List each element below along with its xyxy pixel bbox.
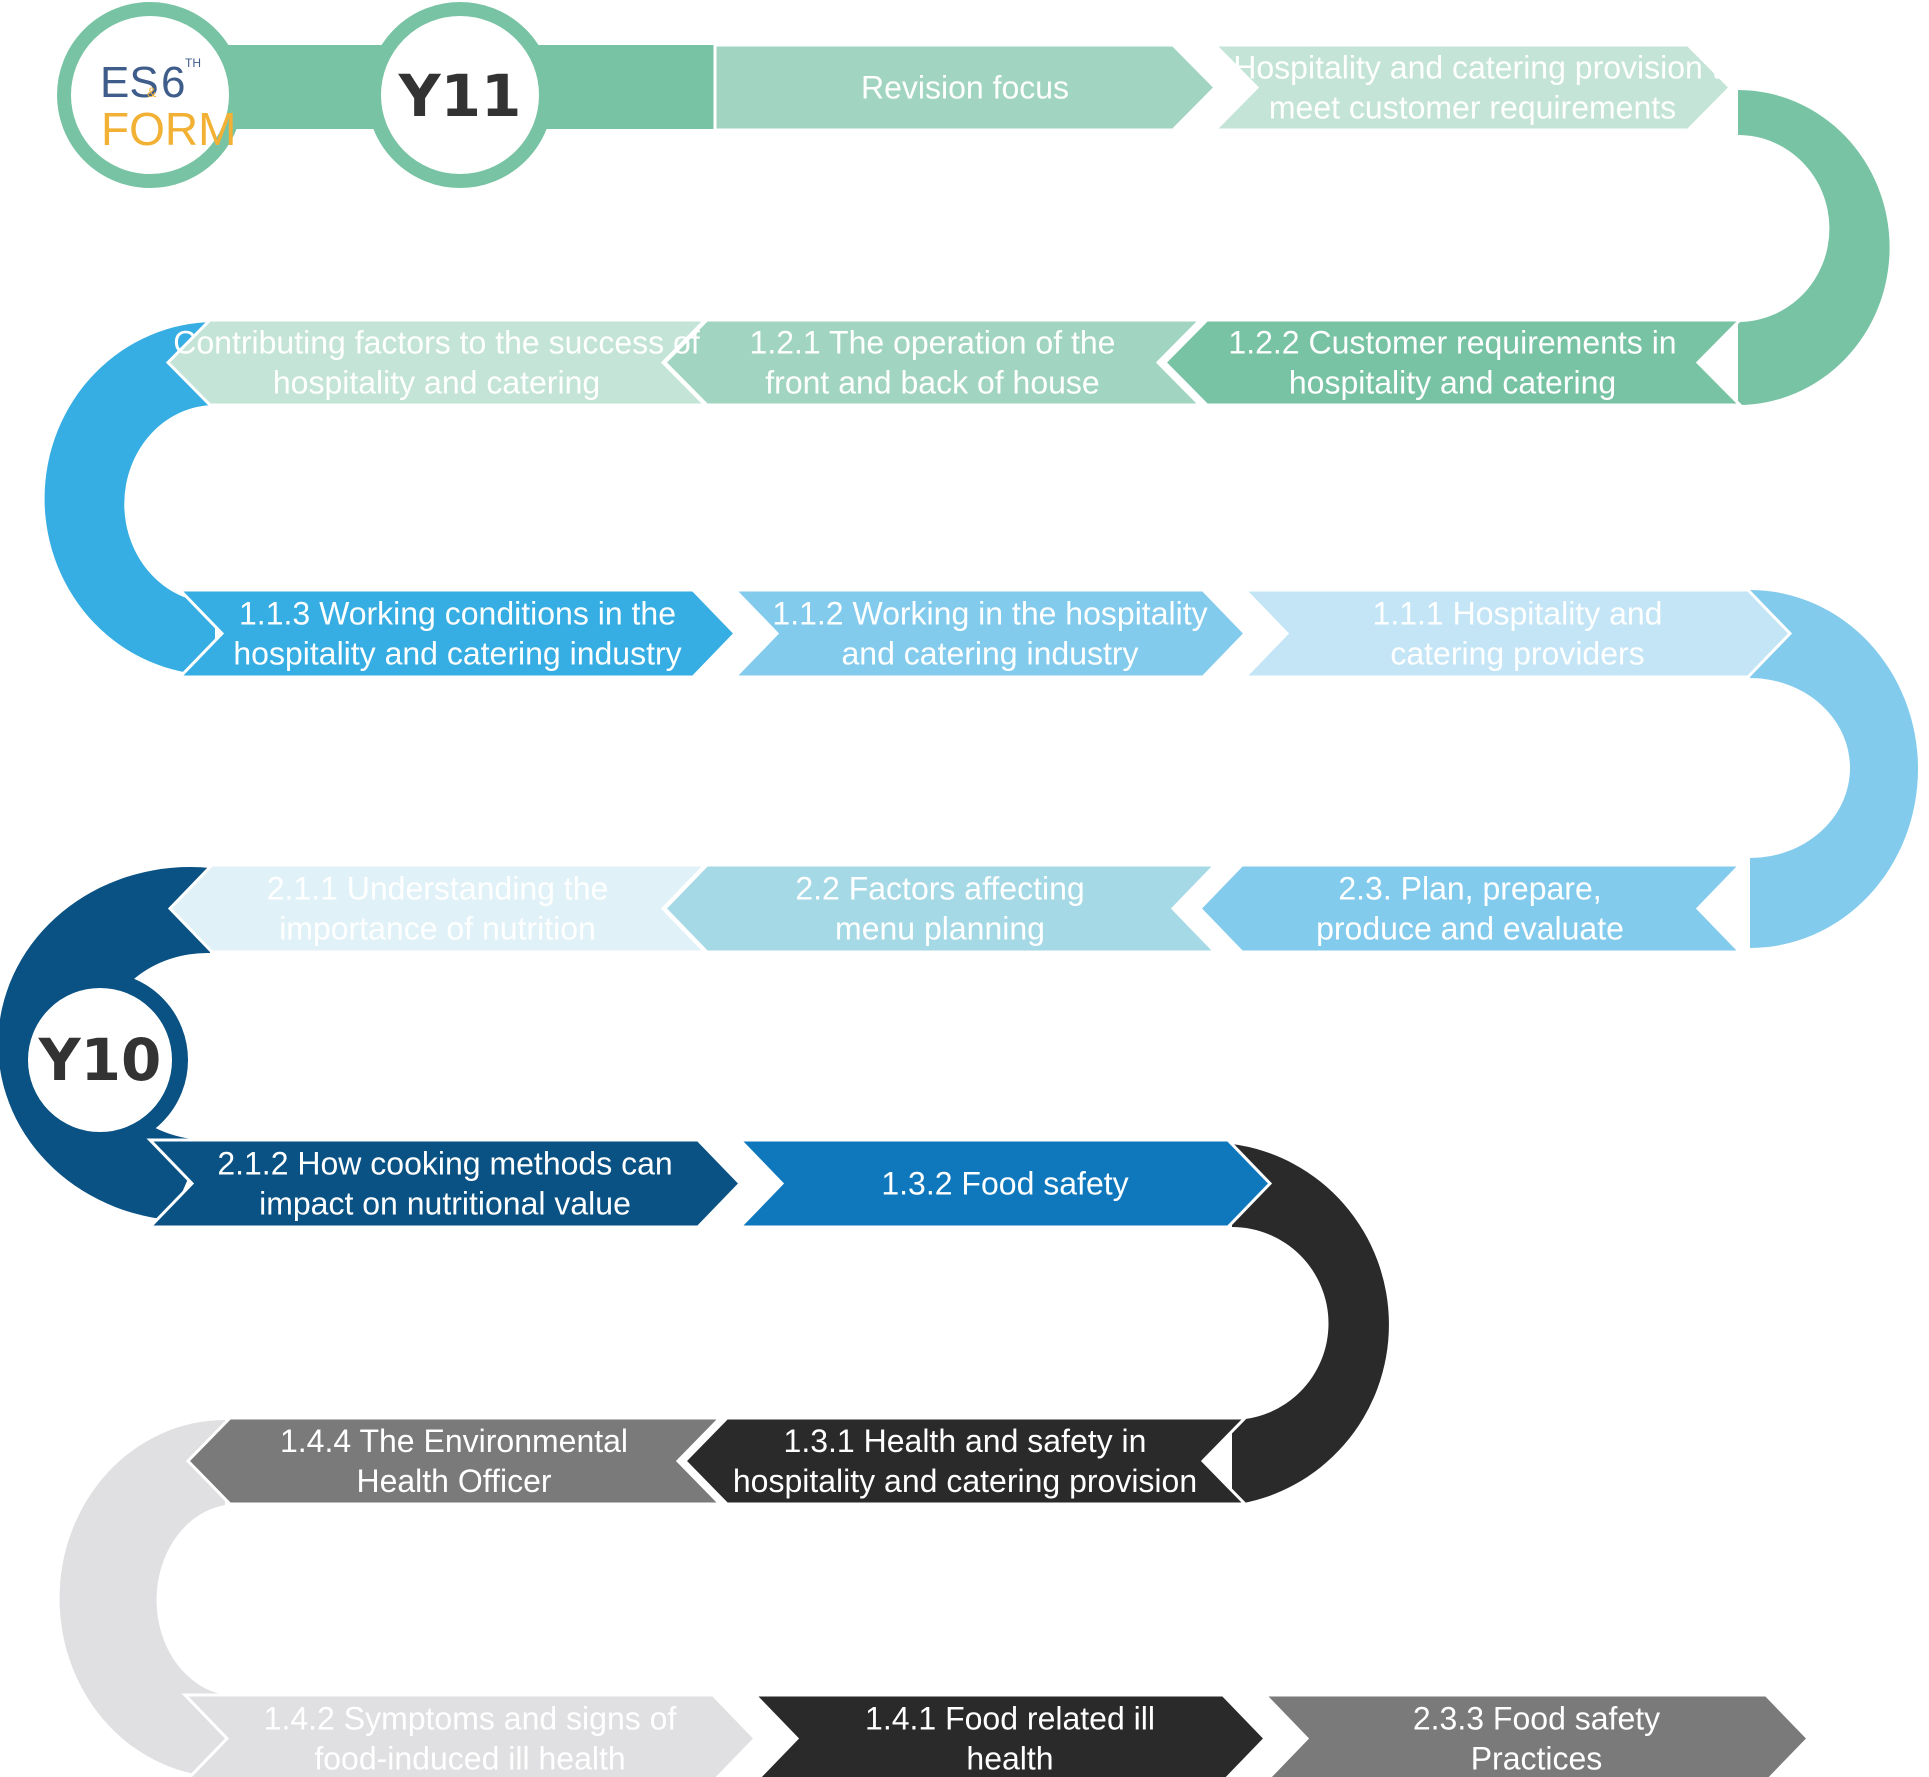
step-1-4-2-symptoms-and-signs-of-label-line-2: food-induced ill health	[314, 1741, 625, 1777]
step-1-3-2-food-safety-arrow	[736, 1138, 1273, 1229]
step-2-1-2-how-cooking-methods-can-arrow	[146, 1138, 743, 1229]
logo-amp-text: &	[147, 84, 157, 100]
y11-ring	[367, 2, 553, 188]
step-1-1-3-working-conditions-in-the-label-line-1: 1.1.3 Working conditions in the	[239, 596, 676, 632]
step-1-2-2-customer-requirements-in-arrow	[1162, 318, 1744, 407]
step-1-3-1-health-and-safety-in-label-line-1: 1.3.1 Health and safety in	[784, 1423, 1147, 1459]
step-2-2-factors-affecting-label-line-2: menu planning	[835, 911, 1045, 947]
logo-th-text: TH	[185, 56, 201, 70]
step-2-hospitality-and-catering-provision-to-arrow	[1211, 43, 1733, 132]
step-2-1-2-how-cooking-methods-can-label-line-2: impact on nutritional value	[259, 1186, 631, 1222]
step-1-4-4-the-environmental-arrow	[185, 1416, 724, 1506]
step-1-1-3-working-conditions-in-the-label-line-2: hospitality and catering industry	[233, 636, 681, 672]
step-1-4-1-food-related-ill-label-line-2: health	[966, 1741, 1053, 1777]
step-1-4-1-food-related-ill-arrow	[751, 1693, 1268, 1777]
curve-right-3	[1232, 1144, 1389, 1505]
logo-six-text: 6	[161, 58, 185, 107]
step-2-3-3-food-safety-arrow	[1261, 1693, 1811, 1777]
step-1-2-1-the-operation-of-the-label-line-2: front and back of house	[765, 365, 1099, 401]
step-1-2-2-customer-requirements-in-label-line-2: hospitality and catering	[1289, 365, 1616, 401]
step-1-2-2-customer-requirements-in-label-line-1: 1.2.2 Customer requirements in	[1228, 325, 1676, 361]
curve-right-2	[1750, 590, 1918, 948]
logo-ring	[57, 2, 243, 188]
y10-label: Y10	[38, 1026, 162, 1094]
es-6th-form-logo: ES & 6 TH FORM	[57, 2, 243, 188]
step-2-1-2-how-cooking-methods-can-label-line-1: 2.1.2 How cooking methods can	[217, 1146, 672, 1182]
step-2-hospitality-and-catering-provision-to-label-line-1: 2 Hospitality and catering provision to	[1207, 50, 1739, 86]
y11-label: Y11	[398, 62, 522, 130]
y10-ring	[12, 972, 188, 1148]
step-2-3-3-food-safety-label-line-2: Practices	[1471, 1741, 1603, 1777]
step-1-1-2-working-in-the-hospitality-arrow	[731, 588, 1248, 679]
step-2-hospitality-and-catering-provision-to-label-line-2: meet customer requirements	[1269, 90, 1676, 126]
step-2-3-plan-prepare-arrow	[1197, 863, 1744, 954]
step-2-1-1-understanding-the-label-line-1: 2.1.1 Understanding the	[267, 871, 609, 907]
step-1-1-3-working-conditions-in-the-arrow	[176, 588, 738, 679]
step-1-1-2-working-in-the-hospitality-label-line-1: 1.1.2 Working in the hospitality	[772, 596, 1207, 632]
step-2-3-plan-prepare-label-line-1: 2.3. Plan, prepare,	[1338, 871, 1601, 907]
curve-left-3	[59, 1420, 226, 1777]
step-2-2-factors-affecting-label-line-1: 2.2 Factors affecting	[795, 871, 1084, 907]
step-2-1-1-understanding-the-arrow	[167, 863, 709, 954]
step-1-4-2-symptoms-and-signs-of-arrow	[181, 1693, 758, 1777]
step-contributing-factors-to-the-success-of-label-line-1: Contributing factors to the success of	[173, 325, 700, 361]
step-1-3-2-food-safety-label-line-1: 1.3.2 Food safety	[881, 1166, 1128, 1202]
logo-form-text: FORM	[101, 103, 236, 155]
curve-left-1	[44, 322, 216, 675]
y11-badge: Y11	[367, 2, 553, 188]
step-1-4-4-the-environmental-label-line-1: 1.4.4 The Environmental	[280, 1423, 628, 1459]
step-revision-focus-arrow	[713, 43, 1218, 132]
curve-right-y11	[1738, 90, 1890, 405]
step-2-3-plan-prepare-label-line-2: produce and evaluate	[1316, 911, 1624, 947]
y10-badge: Y10	[12, 972, 188, 1148]
step-1-3-1-health-and-safety-in-arrow	[682, 1416, 1249, 1506]
step-1-1-1-hospitality-and-arrow	[1241, 588, 1793, 679]
step-1-2-1-the-operation-of-the-label-line-1: 1.2.1 The operation of the	[750, 325, 1116, 361]
step-1-4-2-symptoms-and-signs-of-label-line-1: 1.4.2 Symptoms and signs of	[264, 1701, 677, 1737]
step-2-3-3-food-safety-label-line-1: 2.3.3 Food safety	[1413, 1701, 1660, 1737]
step-1-3-1-health-and-safety-in-label-line-2: hospitality and catering provision	[733, 1463, 1197, 1499]
step-1-1-2-working-in-the-hospitality-label-line-2: and catering industry	[841, 636, 1138, 672]
step-1-1-1-hospitality-and-label-line-2: catering providers	[1390, 636, 1644, 672]
step-1-1-1-hospitality-and-label-line-1: 1.1.1 Hospitality and	[1373, 596, 1663, 632]
logo-es-text: ES	[100, 58, 159, 107]
step-1-4-4-the-environmental-label-line-2: Health Officer	[356, 1463, 551, 1499]
step-contributing-factors-to-the-success-of-label-line-2: hospitality and catering	[273, 365, 600, 401]
step-2-1-1-understanding-the-label-line-2: importance of nutrition	[279, 911, 596, 947]
step-1-4-1-food-related-ill-label-line-1: 1.4.1 Food related ill	[865, 1701, 1155, 1737]
step-contributing-factors-to-the-success-of-arrow	[165, 318, 709, 407]
step-revision-focus-label-line-1: Revision focus	[861, 70, 1069, 106]
